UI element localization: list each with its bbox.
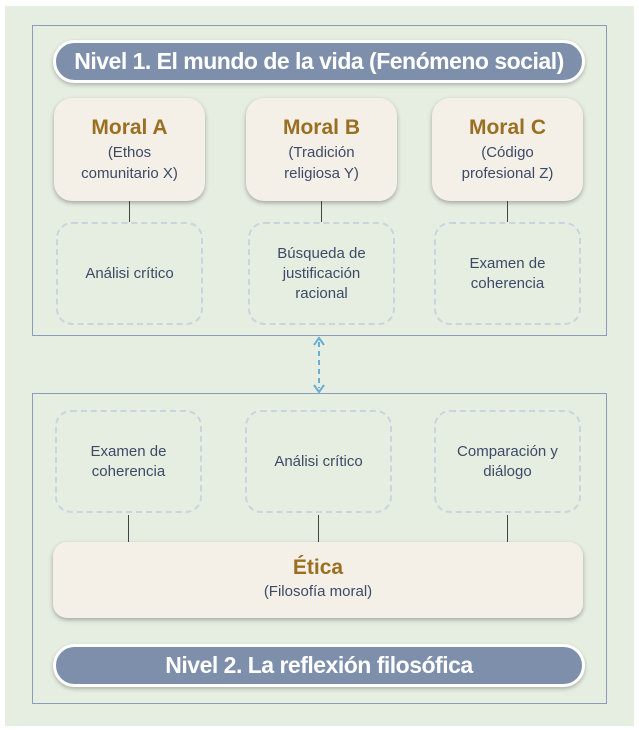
connector (128, 515, 129, 542)
level-1-panel (32, 25, 607, 336)
card-subtitle: (Código profesional Z) (461, 144, 554, 182)
connector (318, 515, 319, 542)
card-title: Moral B (282, 116, 360, 139)
process-box: Examen de coherencia (55, 410, 202, 513)
ethics-subtitle: (Filosofía moral) (263, 583, 373, 600)
ethics-card: Ética (Filosofía moral) (53, 542, 583, 618)
card-title: Moral C (468, 116, 546, 139)
moral-b-card: Moral B (Tradición religiosa Y) (246, 98, 397, 201)
moral-c-card: Moral C (Código profesional Z) (432, 98, 583, 201)
process-box: Análisi crítico (245, 410, 392, 513)
card-title: Moral A (91, 116, 168, 139)
connector (507, 515, 508, 542)
process-box: Comparación y diálogo (434, 410, 581, 513)
moral-a-card: Moral A (Ethos comunitario X) (54, 98, 205, 201)
connector (129, 201, 130, 222)
level-2-panel (32, 393, 607, 704)
level-1-title: Nivel 1. El mundo de la vida (Fenómeno s… (53, 40, 585, 83)
process-box: Búsqueda de justificación racional (248, 222, 395, 325)
card-subtitle: (Tradición religiosa Y) (284, 144, 359, 182)
connector (507, 201, 508, 222)
ethics-title: Ética (292, 556, 344, 579)
bidirectional-arrow-icon (313, 336, 325, 394)
process-box: Examen de coherencia (434, 222, 581, 325)
level-2-title: Nivel 2. La reflexión filosófica (53, 644, 585, 687)
process-box: Análisi crítico (56, 222, 203, 325)
card-subtitle: (Ethos comunitario X) (81, 144, 178, 182)
connector (321, 201, 322, 222)
